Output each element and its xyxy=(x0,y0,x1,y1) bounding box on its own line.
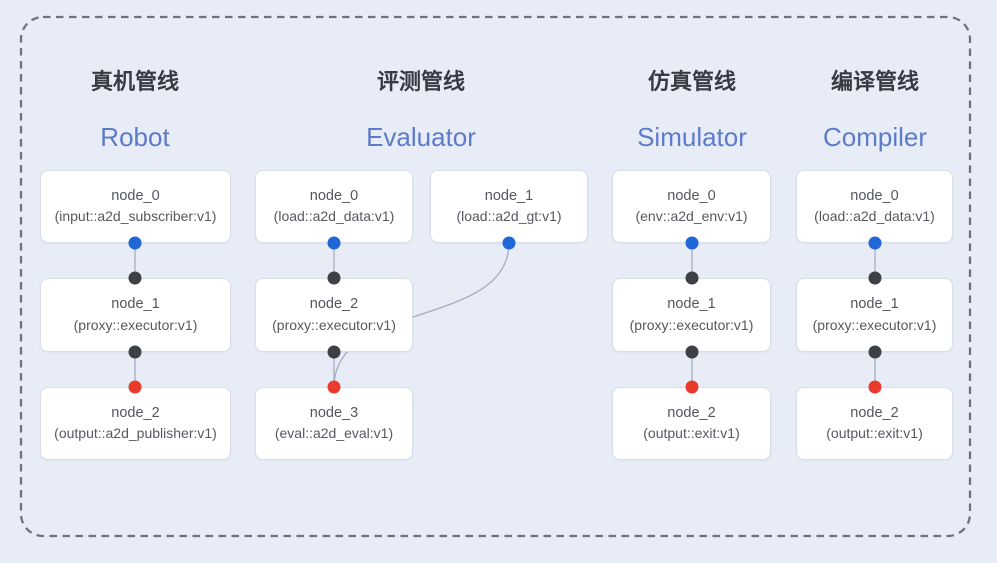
node-name: node_2 xyxy=(850,404,899,421)
node-type: (load::a2d_data:v1) xyxy=(273,208,395,225)
node-box-simulator-node1[interactable]: node_1 (proxy::executor:v1) xyxy=(612,278,771,352)
pipeline-title-en-simulator: Simulator xyxy=(637,122,747,152)
pipeline-title-en-robot: Robot xyxy=(100,122,170,152)
node-box-simulator-node0[interactable]: node_0 (env::a2d_env:v1) xyxy=(612,170,771,243)
node-name: node_0 xyxy=(309,187,359,204)
node-name: node_0 xyxy=(850,187,899,204)
node-type: (output::exit:v1) xyxy=(643,425,740,442)
node-type: (eval::a2d_eval:v1) xyxy=(274,425,394,442)
port-dot-red[interactable] xyxy=(327,380,341,394)
pipeline-title-en-evaluator: Evaluator xyxy=(366,122,476,152)
port-dot-dark[interactable] xyxy=(685,345,699,359)
node-box-evaluator-node0[interactable]: node_0 (load::a2d_data:v1) xyxy=(255,170,413,243)
pipeline-title-cn-robot: 真机管线 xyxy=(90,69,180,94)
dashed-boundary xyxy=(19,15,972,538)
port-dot-dark[interactable] xyxy=(128,271,142,285)
node-name: node_1 xyxy=(850,296,899,313)
node-type: (output::a2d_publisher:v1) xyxy=(54,425,217,442)
node-box-robot-node0[interactable]: node_0 (input::a2d_subscriber:v1) xyxy=(40,170,231,243)
node-type: (proxy::executor:v1) xyxy=(272,316,396,333)
node-type: (output::exit:v1) xyxy=(826,425,923,442)
port-dot-red[interactable] xyxy=(128,380,142,394)
node-box-robot-node2[interactable]: node_2 (output::a2d_publisher:v1) xyxy=(40,387,231,460)
node-name: node_1 xyxy=(484,187,534,204)
node-box-evaluator-node2[interactable]: node_2 (proxy::executor:v1) xyxy=(255,278,413,352)
port-dot-dark[interactable] xyxy=(868,271,882,285)
node-name: node_1 xyxy=(667,296,716,313)
pipeline-title-en-compiler: Compiler xyxy=(822,122,928,152)
port-dot-dark[interactable] xyxy=(685,271,699,285)
port-dot-red[interactable] xyxy=(685,380,699,394)
node-type: (proxy::executor:v1) xyxy=(73,316,198,333)
node-type: (load::a2d_data:v1) xyxy=(814,208,935,225)
node-box-evaluator-node3[interactable]: node_3 (eval::a2d_eval:v1) xyxy=(255,387,413,460)
node-type: (proxy::executor:v1) xyxy=(629,316,754,333)
port-dot-blue[interactable] xyxy=(502,236,516,250)
node-type: (load::a2d_gt:v1) xyxy=(456,208,562,225)
node-box-compiler-node2[interactable]: node_2 (output::exit:v1) xyxy=(796,387,953,460)
node-name: node_2 xyxy=(111,404,160,421)
node-type: (input::a2d_subscriber:v1) xyxy=(54,208,217,225)
node-name: node_1 xyxy=(111,296,160,313)
node-name: node_3 xyxy=(309,404,359,421)
node-type: (env::a2d_env:v1) xyxy=(635,208,748,225)
node-box-compiler-node1[interactable]: node_1 (proxy::executor:v1) xyxy=(796,278,953,352)
port-dot-red[interactable] xyxy=(868,380,882,394)
node-name: node_2 xyxy=(309,296,359,313)
edge-curved xyxy=(333,242,510,388)
port-dot-dark[interactable] xyxy=(868,345,882,359)
port-dot-blue[interactable] xyxy=(327,236,341,250)
node-box-compiler-node0[interactable]: node_0 (load::a2d_data:v1) xyxy=(796,170,953,243)
pipeline-title-cn-simulator: 仿真管线 xyxy=(647,69,737,94)
port-dot-dark[interactable] xyxy=(327,271,341,285)
port-dot-blue[interactable] xyxy=(685,236,699,250)
node-box-simulator-node2[interactable]: node_2 (output::exit:v1) xyxy=(612,387,771,460)
node-name: node_2 xyxy=(667,404,716,421)
pipeline-title-cn-compiler: 编译管线 xyxy=(830,69,920,94)
pipeline-title-cn-evaluator: 评测管线 xyxy=(376,69,466,94)
port-dot-dark[interactable] xyxy=(128,345,142,359)
node-box-robot-node1[interactable]: node_1 (proxy::executor:v1) xyxy=(40,278,231,352)
node-name: node_0 xyxy=(667,187,716,204)
node-box-evaluator-node1[interactable]: node_1 (load::a2d_gt:v1) xyxy=(430,170,588,243)
port-dot-blue[interactable] xyxy=(128,236,142,250)
port-dot-dark[interactable] xyxy=(327,345,341,359)
node-type: (proxy::executor:v1) xyxy=(812,316,937,333)
port-dot-blue[interactable] xyxy=(868,236,882,250)
node-name: node_0 xyxy=(111,187,160,204)
